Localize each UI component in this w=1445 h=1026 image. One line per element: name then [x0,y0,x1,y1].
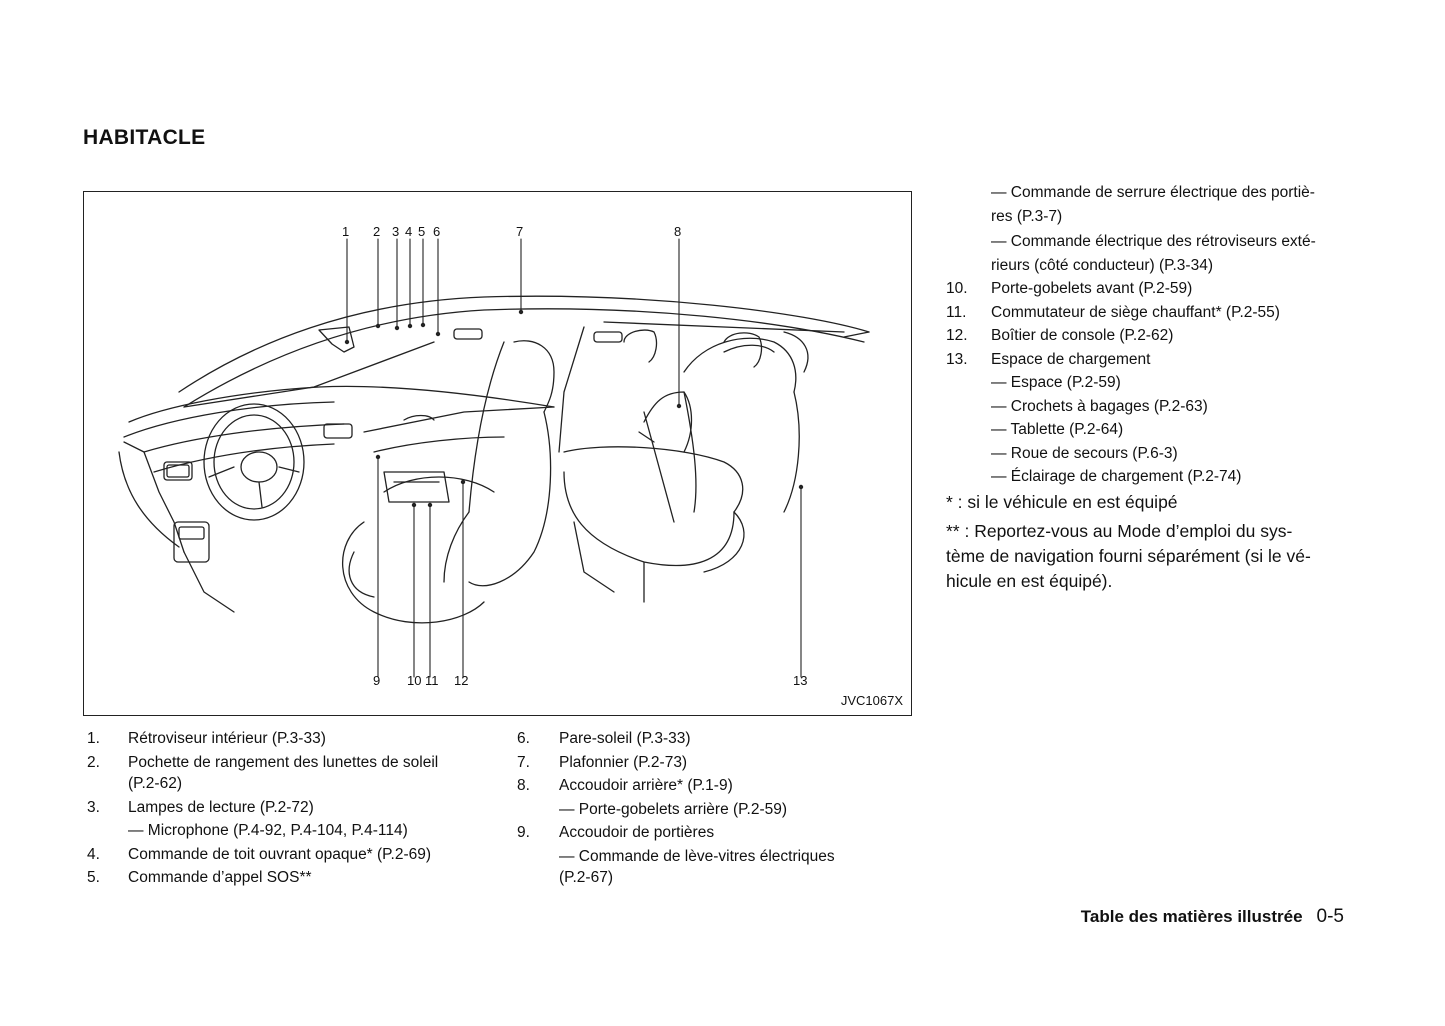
list-item: 13. Espace de chargement [946,348,1344,372]
callout-12: 12 [454,673,469,688]
list-item: 10. Porte-gobelets avant (P.2-59) [946,277,1344,301]
callout-8: 8 [674,224,682,239]
item-number: 7. [517,753,530,771]
callout-11: 11 [425,673,439,688]
callout-13: 13 [793,673,808,688]
item-text: Pare-soleil (P.3-33) [559,730,691,747]
item-sub: — Roue de secours (P.6-3) [991,444,1178,462]
item-text-cont: (P.2-62) [128,775,182,792]
footnote-navigation: ** : Reportez-vous au Mode d’emploi du s… [946,519,1344,594]
callout-2: 2 [373,224,381,239]
item-text: Boîtier de console (P.2-62) [991,327,1174,344]
item-number: 8. [517,777,530,794]
item-sub-cont: (P.2-67) [559,869,613,886]
callout-7: 7 [516,224,524,239]
item-number: 3. [87,798,100,816]
car-interior-drawing [118,238,870,678]
callout-5: 5 [418,224,426,239]
item-number: 9. [517,824,530,841]
item-sub: — Tablette (P.2-64) [991,421,1124,438]
legend-list-middle: 6. Pare-soleil (P.3-33) 7. Plafonnier (P… [517,727,912,890]
item-sub: — Porte-gobelets arrière (P.2-59) [559,800,788,818]
footnote-equipped: * : si le véhicule en est équipé [946,492,1178,512]
item-sub: — Microphone (P.4-92, P.4-104, P.4-114) [128,822,408,839]
list-item: 1. Rétroviseur intérieur (P.3-33) [87,727,472,751]
list-item: 2. Pochette de rangement des lunettes de… [87,751,472,796]
item-text: Commande de toit ouvrant opaque* (P.2-69… [128,845,432,863]
legend-list-left: 1. Rétroviseur intérieur (P.3-33) 2. Poc… [87,727,472,890]
list-item: 12. Boîtier de console (P.2-62) [946,324,1344,348]
item-text: Espace de chargement [991,350,1151,368]
item-number: 13. [946,350,968,368]
item-number: 4. [87,845,100,863]
item-number: 5. [87,869,100,886]
cont-sub: — Commande électrique des rétroviseurs e… [991,233,1316,250]
callout-3: 3 [392,224,400,239]
callout-6: 6 [433,224,441,239]
item-text: Lampes de lecture (P.2-72) [128,798,314,816]
list-item: 6. Pare-soleil (P.3-33) [517,727,912,751]
cont-sub-cont: res (P.3-7) [991,207,1063,225]
item-sub: — Commande de lève-vitres électriques [559,847,835,865]
callout-4: 4 [405,224,413,239]
page-number: 0-5 [1316,906,1344,927]
item-text: Porte-gobelets avant (P.2-59) [991,280,1193,297]
item-number: 11. [946,303,967,321]
callout-9: 9 [373,673,381,688]
list-item: 3. Lampes de lecture (P.2-72) — Micropho… [87,796,472,843]
cont-sub: — Commande de serrure électrique des por… [991,184,1315,201]
item-text: Commutateur de siège chauffant* (P.2-55) [991,303,1280,321]
item-number: 10. [946,280,968,297]
item-text: Accoudoir de portières [559,824,715,841]
cont-sub-cont: rieurs (côté conducteur) (P.3-34) [991,256,1213,274]
item-sub: — Éclairage de chargement (P.2-74) [991,468,1242,485]
list-item: 9. Accoudoir de portières — Commande de … [517,821,912,890]
item-text: Plafonnier (P.2-73) [559,753,688,771]
item-text: Accoudoir arrière* (P.1-9) [559,777,733,794]
figure-code: JVC1067X [840,693,903,708]
list-item: 8. Accoudoir arrière* (P.1-9) — Porte-go… [517,774,912,821]
item-number: 6. [517,730,530,747]
list-item: 11. Commutateur de siège chauffant* (P.2… [946,301,1344,325]
item-text: Commande d’appel SOS** [128,869,312,886]
section-title: HABITACLE [83,126,206,149]
list-item: 4. Commande de toit ouvrant opaque* (P.2… [87,843,472,867]
list-item: 5. Commande d’appel SOS** [87,866,472,890]
footnote-line: ** : Reportez-vous au Mode d’emploi du s… [946,521,1293,541]
list-item: 7. Plafonnier (P.2-73) [517,751,912,775]
item-sub: — Espace (P.2-59) [991,374,1121,391]
item-number: 1. [87,730,100,747]
footnote-line: tème de navigation fourni séparément (si… [946,546,1311,566]
item-sub: — Crochets à bagages (P.2-63) [991,397,1208,415]
callout-10: 10 [407,673,422,688]
interior-illustration: 1 2 3 4 5 6 7 8 9 10 11 12 13 JVC1067X [83,191,912,716]
item-text: Pochette de rangement des lunettes de so… [128,753,439,771]
footer-section-title: Table des matières illustrée [1080,907,1303,926]
item-number: 2. [87,753,100,771]
footnote-line: hicule en est équipé). [946,571,1113,591]
page-footer: Table des matières illustrée 0-5 [1081,906,1344,928]
item-text: Rétroviseur intérieur (P.3-33) [128,730,326,747]
legend-list-right: — Commande de serrure électrique des por… [946,181,1344,489]
item-number: 12. [946,327,968,344]
callout-1: 1 [342,224,350,239]
